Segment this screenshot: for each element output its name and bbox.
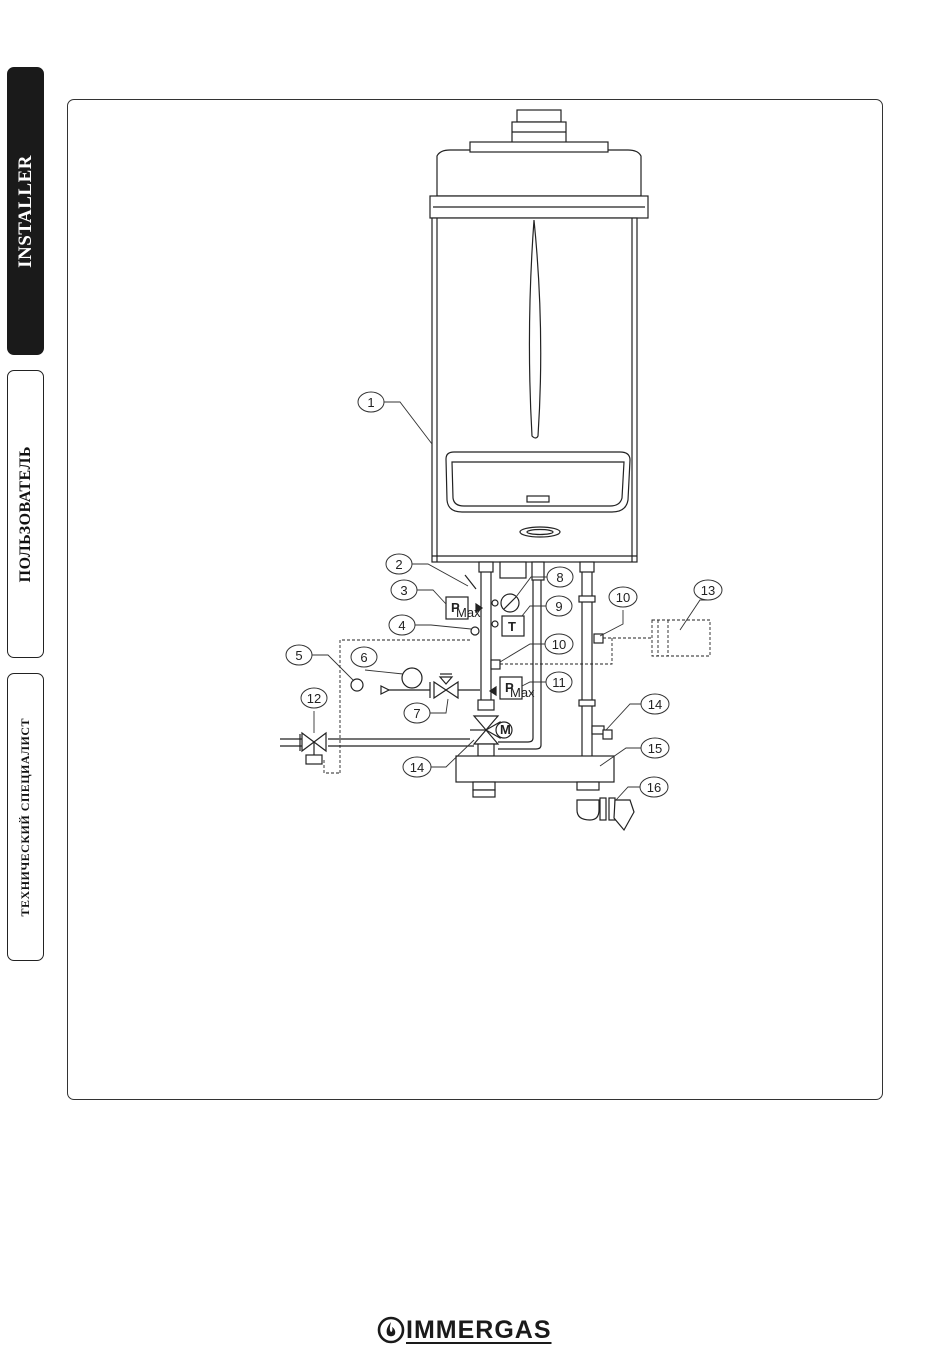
callout-11: 11: [546, 672, 572, 692]
callout-8: 8: [547, 567, 573, 587]
motor-label: M: [500, 722, 511, 737]
flame-logo-icon: [376, 1315, 406, 1345]
callout-10: 10: [545, 634, 573, 654]
svg-text:6: 6: [360, 650, 367, 665]
flue-pipe: [512, 110, 566, 144]
boiler-body: [432, 218, 637, 562]
expansion-line: [351, 668, 480, 698]
boiler-top-cap: [430, 142, 648, 218]
svg-text:Max: Max: [510, 685, 535, 700]
callout-15: 15: [641, 738, 669, 758]
svg-text:16: 16: [647, 780, 661, 795]
immergas-logo: IMMERGAS: [376, 1313, 552, 1347]
callout-9: 9: [546, 596, 572, 616]
callout-12: 12: [301, 688, 327, 708]
svg-text:13: 13: [701, 583, 715, 598]
svg-text:11: 11: [552, 675, 566, 690]
callout-1: 1: [358, 392, 384, 412]
svg-text:9: 9: [555, 599, 562, 614]
filter-fitting: [577, 798, 634, 830]
callout-14-right: 14: [641, 694, 669, 714]
callout-13: 13: [694, 580, 722, 600]
callout-16: 16: [640, 777, 668, 797]
hydraulic-separator: [456, 756, 614, 782]
cold-water-line: [280, 733, 474, 764]
callout-3: 3: [391, 580, 417, 600]
svg-text:1: 1: [367, 395, 374, 410]
pressure-switch-3: P Max: [446, 597, 481, 620]
svg-text:8: 8: [556, 570, 563, 585]
svg-text:15: 15: [648, 741, 662, 756]
svg-text:T: T: [508, 619, 516, 634]
temperature-sensor-9: T: [502, 616, 524, 636]
callout-10-right: 10: [609, 587, 637, 607]
callout-14-left: 14: [403, 757, 431, 777]
callout-4: 4: [389, 615, 415, 635]
svg-text:3: 3: [400, 583, 407, 598]
svg-text:5: 5: [295, 648, 302, 663]
svg-text:10: 10: [616, 590, 630, 605]
svg-text:4: 4: [398, 618, 405, 633]
svg-text:2: 2: [395, 557, 402, 572]
svg-text:14: 14: [648, 697, 662, 712]
separator-fittings: [473, 782, 599, 797]
callout-7: 7: [404, 703, 430, 723]
pressure-switch-11: P Max: [500, 677, 535, 700]
callout-6: 6: [351, 647, 377, 667]
brand-name: IMMERGAS: [406, 1316, 552, 1345]
callout-2: 2: [386, 554, 412, 574]
svg-text:7: 7: [413, 706, 420, 721]
callout-5: 5: [286, 645, 312, 665]
svg-text:12: 12: [307, 691, 321, 706]
svg-text:10: 10: [552, 637, 566, 652]
svg-text:Max: Max: [456, 605, 481, 620]
svg-text:14: 14: [410, 760, 424, 775]
